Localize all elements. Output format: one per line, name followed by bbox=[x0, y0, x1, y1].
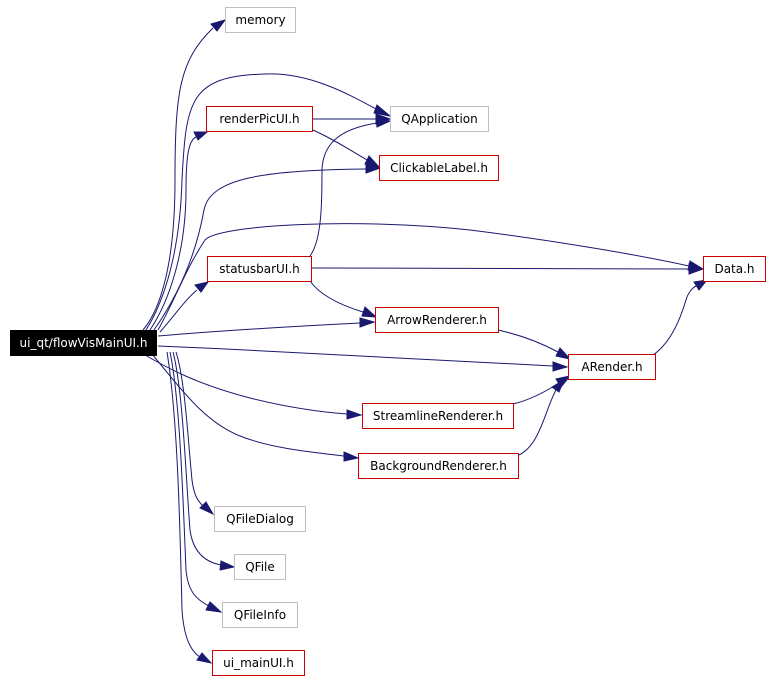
edge-streamlinerenderer-arender bbox=[512, 382, 560, 405]
edge-arrowhead bbox=[193, 131, 209, 141]
node-ui-mainui[interactable]: ui_mainUI.h bbox=[212, 650, 305, 676]
node-qfile[interactable]: QFile bbox=[234, 554, 286, 580]
node-label: Data.h bbox=[714, 262, 755, 276]
node-data[interactable]: Data.h bbox=[703, 256, 766, 282]
node-memory[interactable]: memory bbox=[225, 7, 296, 33]
edge-arrowhead bbox=[343, 451, 360, 462]
node-label: QFileDialog bbox=[226, 512, 294, 526]
edge-arrowhead bbox=[361, 306, 378, 318]
node-label: memory bbox=[235, 13, 286, 27]
edge-arrowhead bbox=[194, 281, 210, 293]
node-backgroundrenderer[interactable]: BackgroundRenderer.h bbox=[358, 453, 519, 479]
edge-arrowhead bbox=[199, 501, 215, 516]
edge-arrowhead bbox=[688, 263, 705, 275]
node-label: QApplication bbox=[401, 112, 478, 126]
node-label: ui_qt/flowVisMainUI.h bbox=[19, 336, 148, 350]
edge-root-streamlinerenderer bbox=[139, 351, 348, 415]
edge-root-clickablelabel bbox=[153, 168, 367, 331]
node-label: BackgroundRenderer.h bbox=[370, 459, 507, 473]
node-root[interactable]: ui_qt/flowVisMainUI.h bbox=[10, 330, 157, 356]
edge-arrowhead bbox=[346, 409, 363, 420]
node-arrowrenderer[interactable]: ArrowRenderer.h bbox=[375, 307, 499, 333]
node-streamlinerenderer[interactable]: StreamlineRenderer.h bbox=[362, 403, 514, 429]
edge-arender-data bbox=[649, 285, 697, 358]
edge-arrowhead bbox=[364, 155, 381, 168]
edge-statusbarui-data bbox=[311, 267, 690, 270]
edge-arrowhead bbox=[693, 279, 709, 291]
node-qfiledialog[interactable]: QFileDialog bbox=[214, 506, 306, 532]
edge-statusbarui-arrowrenderer bbox=[309, 280, 364, 313]
edge-root-backgroundrenderer bbox=[149, 351, 345, 457]
edge-arrowhead bbox=[373, 104, 392, 117]
edge-backgroundrenderer-arender bbox=[518, 389, 557, 456]
edge-root-statusbarui bbox=[159, 289, 198, 333]
edge-root-renderpicui bbox=[149, 136, 197, 331]
node-renderpicui[interactable]: renderPicUI.h bbox=[206, 106, 313, 132]
edge-arrowhead bbox=[359, 317, 376, 328]
edge-arrowhead bbox=[205, 601, 223, 613]
edge-root-memory bbox=[142, 27, 214, 331]
edge-root-qfileinfo bbox=[169, 351, 210, 607]
edge-arrowhead bbox=[375, 117, 392, 128]
node-label: QFile bbox=[245, 560, 275, 574]
node-label: ArrowRenderer.h bbox=[387, 313, 487, 327]
edge-arrowhead bbox=[555, 347, 572, 360]
edge-arrowhead bbox=[219, 560, 236, 571]
node-label: ClickableLabel.h bbox=[390, 161, 488, 175]
edge-arrowhead bbox=[551, 378, 566, 393]
node-arender[interactable]: ARender.h bbox=[568, 354, 656, 380]
node-clickablelabel[interactable]: ClickableLabel.h bbox=[379, 155, 499, 181]
edge-arrowhead bbox=[552, 361, 569, 372]
edge-root-qapplication bbox=[145, 73, 379, 331]
node-label: StreamlineRenderer.h bbox=[372, 409, 504, 423]
edge-root-qfiledialog bbox=[175, 351, 204, 507]
node-qfileinfo[interactable]: QFileInfo bbox=[222, 602, 298, 628]
edge-renderpicui-clickablelabel bbox=[312, 129, 368, 161]
node-label: ARender.h bbox=[581, 360, 643, 374]
edge-arrowhead bbox=[196, 652, 213, 664]
edge-arrowrenderer-arender bbox=[497, 329, 559, 353]
edge-arrowhead bbox=[210, 19, 227, 32]
node-label: ui_mainUI.h bbox=[223, 656, 294, 670]
node-label: renderPicUI.h bbox=[219, 112, 300, 126]
edges bbox=[139, 19, 709, 664]
edge-statusbarui-qapplication bbox=[309, 122, 378, 257]
node-label: statusbarUI.h bbox=[219, 262, 300, 276]
node-qapplication[interactable]: QApplication bbox=[390, 106, 489, 132]
edge-root-data-arc bbox=[157, 223, 690, 331]
edge-root-arender bbox=[157, 345, 554, 367]
edge-root-arrowrenderer bbox=[157, 322, 361, 337]
edge-root-qfile bbox=[172, 351, 222, 566]
edge-root-uimainui bbox=[166, 351, 201, 658]
node-statusbarui[interactable]: statusbarUI.h bbox=[207, 256, 312, 282]
node-label: QFileInfo bbox=[233, 608, 287, 622]
